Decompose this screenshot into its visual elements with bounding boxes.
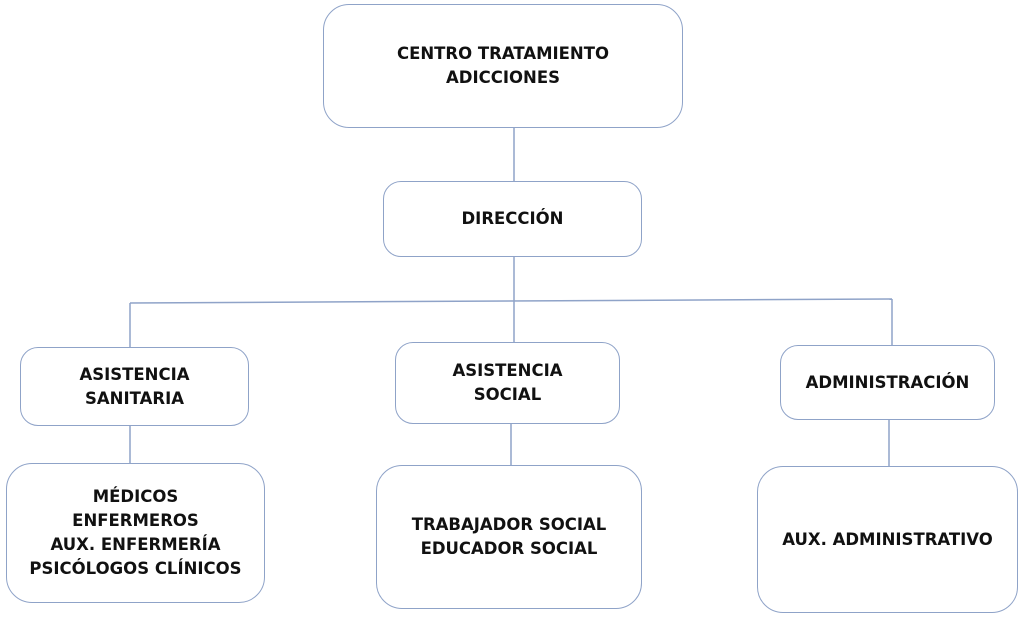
node-label: CENTRO TRATAMIENTO: [396, 44, 610, 63]
staff-social: TRABAJADOR SOCIAL EDUCADOR SOCIAL: [376, 465, 642, 609]
department-social: ASISTENCIA SOCIAL: [395, 342, 620, 424]
staff-sanitaria: MÉDICOS ENFERMEROS AUX. ENFERMERÍA PSICÓ…: [6, 463, 265, 603]
node-label: DIRECCIÓN: [461, 209, 564, 228]
root-node: CENTRO TRATAMIENTO ADICCIONES: [323, 4, 683, 128]
staff-label: AUX. ENFERMERÍA: [50, 535, 221, 554]
staff-label: TRABAJADOR SOCIAL: [411, 515, 607, 534]
staff-label: ENFERMEROS: [72, 511, 199, 530]
staff-label: EDUCADOR SOCIAL: [420, 539, 598, 558]
connector-horizontal-bus: [129, 298, 893, 304]
node-label: ASISTENCIA: [79, 364, 190, 384]
node-label: ASISTENCIA: [452, 361, 563, 380]
department-administracion: ADMINISTRACIÓN: [780, 345, 995, 420]
staff-label: AUX. ADMINISTRATIVO: [782, 529, 993, 549]
staff-label: PSICÓLOGOS CLÍNICOS: [29, 559, 242, 578]
node-label: SANITARIA: [85, 388, 184, 408]
staff-administracion: AUX. ADMINISTRATIVO: [757, 466, 1018, 613]
direction-node: DIRECCIÓN: [383, 181, 642, 257]
department-sanitaria: ASISTENCIA SANITARIA: [20, 347, 249, 426]
node-label: SOCIAL: [473, 385, 542, 404]
node-label: ADMINISTRACIÓN: [805, 372, 970, 392]
staff-label: MÉDICOS: [92, 487, 179, 506]
node-label: ADICCIONES: [446, 68, 560, 87]
